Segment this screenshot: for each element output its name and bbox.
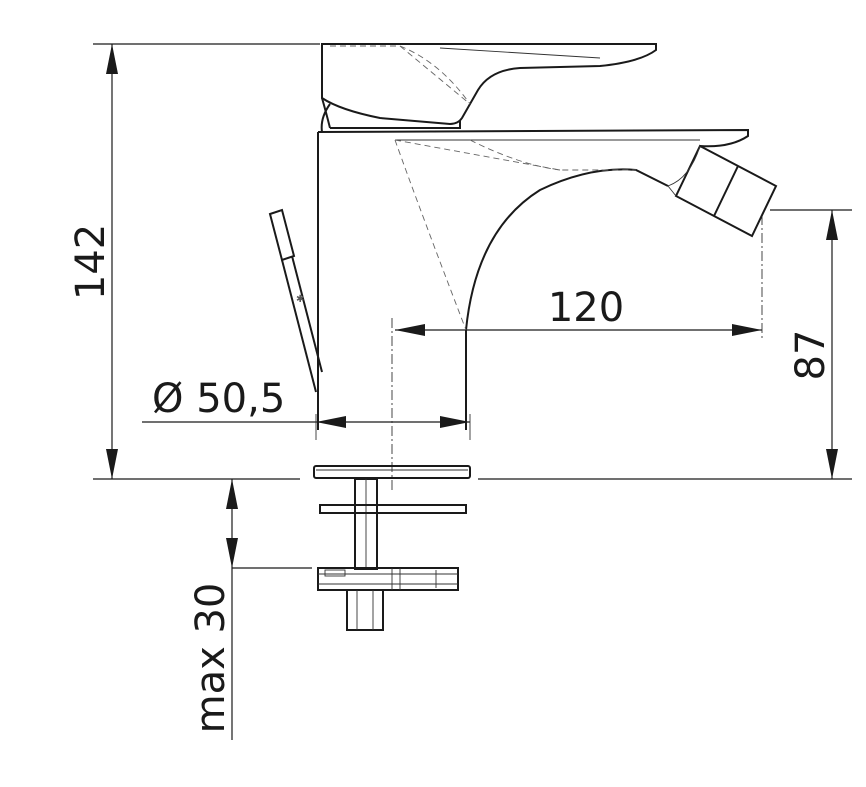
max-30-label: max 30: [188, 583, 234, 734]
diameter-dimension: Ø 50,5: [142, 376, 471, 440]
height-87-label: 87: [788, 330, 834, 381]
mixer-body: [317, 128, 749, 430]
base-ring: [313, 465, 471, 479]
max-30-dimension: max 30: [188, 479, 312, 740]
diameter-label: Ø 50,5: [152, 376, 285, 422]
spray-nozzle: [667, 144, 778, 238]
lever-handle: [321, 43, 657, 129]
pop-up-rod: ✱: [268, 208, 323, 393]
mounting-hardware: [317, 478, 467, 631]
handle-neck: [320, 103, 461, 133]
reach-120-label: 120: [548, 285, 624, 331]
height-142-dimension: 142: [68, 43, 320, 479]
height-142-label: 142: [68, 224, 114, 300]
height-87-dimension: 87: [770, 209, 852, 479]
asterisk-icon: ✱: [296, 294, 304, 305]
reach-120-dimension: 120: [395, 215, 763, 340]
